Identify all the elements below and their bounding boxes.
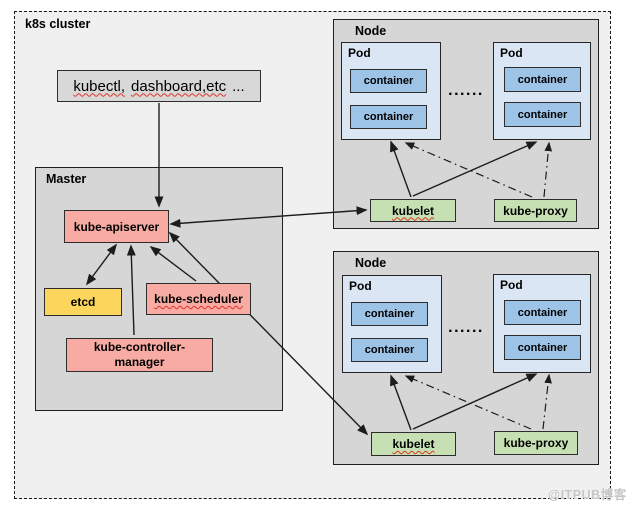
pod-box: Pod container container [493, 274, 591, 373]
client-tools-box: kubectl, dashboard,etc ... [57, 70, 261, 102]
container-box: container [350, 69, 427, 93]
container-box: container [504, 102, 581, 127]
node-top-label: Node [355, 24, 387, 38]
kube-controller-manager-label: kube-controller-manager [93, 340, 186, 369]
pod-label: Pod [500, 46, 523, 60]
client-tools-label-part3: ... [232, 77, 245, 95]
container-box: container [504, 335, 581, 360]
more-pods-ellipsis: ...... [448, 82, 484, 99]
node-bottom-label: Node [355, 256, 387, 270]
kubelet-label: kubelet [391, 203, 434, 218]
kube-scheduler-label: kube-scheduler [154, 292, 243, 306]
kube-scheduler-box: kube-scheduler [146, 283, 251, 315]
node-panel-bottom: Node Pod container container ...... Pod … [333, 251, 599, 465]
pod-label: Pod [500, 278, 523, 292]
cluster-label: k8s cluster [25, 17, 91, 31]
kubelet-box: kubelet [370, 199, 456, 222]
kube-apiserver-box: kube-apiserver [64, 210, 169, 243]
kube-proxy-box: kube-proxy [494, 431, 578, 455]
container-box: container [351, 302, 428, 326]
pod-box: Pod container container [341, 42, 441, 140]
etcd-box: etcd [44, 288, 122, 316]
pod-label: Pod [349, 279, 372, 293]
kubelet-box: kubelet [371, 432, 456, 456]
pod-box: Pod container container [493, 42, 591, 140]
node-panel-top: Node Pod container container ...... Pod … [333, 19, 599, 229]
pod-box: Pod container container [342, 275, 442, 373]
more-pods-ellipsis: ...... [448, 319, 484, 336]
kubelet-label: kubelet [392, 437, 435, 451]
container-box: container [351, 338, 428, 362]
container-box: container [350, 105, 427, 129]
client-tools-label-part1: kubectl, [73, 77, 126, 95]
master-label: Master [46, 172, 87, 186]
container-box: container [504, 67, 581, 92]
kube-controller-manager-box: kube-controller-manager [66, 338, 213, 372]
kube-proxy-box: kube-proxy [494, 199, 577, 222]
container-box: container [504, 300, 581, 325]
client-tools-label-part2: dashboard,etc [131, 77, 227, 95]
pod-label: Pod [348, 46, 371, 60]
watermark: @ITPUB博客 [548, 488, 627, 502]
master-panel: Master kube-apiserver etcd kube-schedule… [35, 167, 283, 411]
